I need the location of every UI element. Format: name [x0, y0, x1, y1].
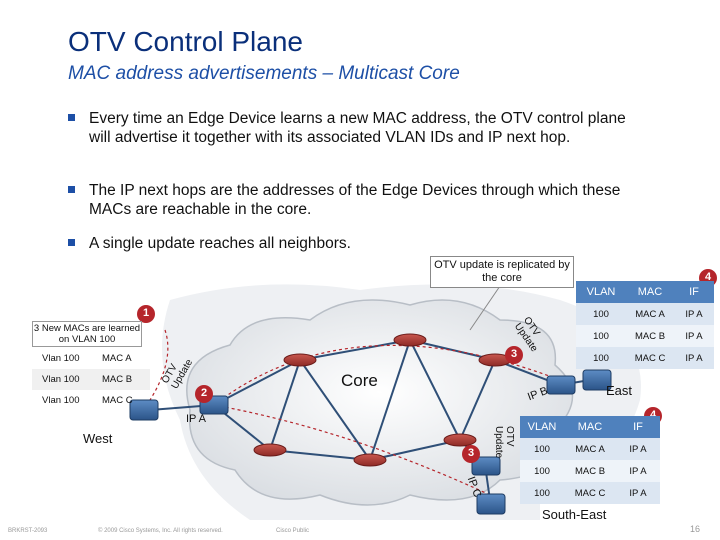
east-if-cell: IP A	[685, 352, 703, 364]
east-label: East	[606, 383, 633, 398]
southeast-mac-cell: MAC B	[574, 465, 606, 477]
southeast-table-row: 100 MAC A IP A	[520, 438, 660, 460]
slide-title: OTV Control Plane	[68, 26, 303, 57]
southeast-header-if: IF	[633, 421, 643, 433]
east-mac-table: VLAN MAC IF 100 MAC A IP A 100 MAC B IP …	[576, 281, 714, 369]
slide-subtitle: MAC address advertisements – Multicast C…	[68, 63, 460, 84]
east-table-row: 100 MAC C IP A	[576, 347, 714, 369]
east-table-row: 100 MAC B IP A	[576, 325, 714, 347]
site-switch-west	[129, 399, 159, 421]
west-label: West	[83, 431, 113, 446]
west-table-row: Vlan 100 MAC A	[32, 348, 150, 369]
west-mac-table: Vlan 100 MAC A Vlan 100 MAC B Vlan 100 M…	[32, 348, 150, 411]
edge-device-southeast	[471, 456, 501, 476]
bullet-3: A single update reaches all neighbors.	[68, 234, 628, 253]
west-mac-cell: MAC B	[102, 374, 133, 385]
replication-callout: OTV update is replicated by the core	[430, 256, 574, 288]
east-if-cell: IP A	[685, 308, 703, 320]
footer-copyright: © 2009 Cisco Systems, Inc. All rights re…	[98, 528, 223, 534]
west-table-row: Vlan 100 MAC C	[32, 390, 150, 411]
west-mac-cell: MAC C	[102, 395, 133, 406]
east-vlan-cell: 100	[593, 308, 609, 320]
step-2-label: 2	[200, 387, 208, 399]
southeast-table-row: 100 MAC C IP A	[520, 482, 660, 504]
southeast-mac-cell: MAC A	[575, 443, 605, 455]
site-switch-southeast	[476, 493, 506, 515]
bullet-2: The IP next hops are the addresses of th…	[68, 181, 628, 219]
edge-device-east	[546, 375, 576, 395]
east-vlan-cell: 100	[593, 330, 609, 342]
step-3-east-label: 3	[510, 348, 518, 360]
core-label: Core	[341, 371, 378, 390]
core-links	[149, 339, 591, 501]
step-4-southeast-label: 4	[649, 409, 657, 421]
east-if-cell: IP A	[685, 330, 703, 342]
southeast-vlan-cell: 100	[534, 487, 550, 499]
footer-classification: Cisco Public	[276, 528, 310, 534]
otv-update-southeast-label: OTV Update	[493, 426, 515, 459]
callout-leaders	[469, 285, 501, 331]
west-mac-cell: MAC A	[102, 353, 132, 364]
east-header-if: IF	[689, 286, 699, 298]
bullet-1: Every time an Edge Device learns a new M…	[68, 109, 628, 147]
southeast-vlan-cell: 100	[534, 443, 550, 455]
bullet-marker	[68, 239, 75, 246]
west-ip-label: IP A	[186, 413, 206, 425]
southeast-label: South-East	[542, 507, 607, 522]
east-vlan-cell: 100	[593, 352, 609, 364]
southeast-table-row: 100 MAC B IP A	[520, 460, 660, 482]
west-mac-note: 3 New MACs are learned on VLAN 100	[32, 321, 142, 347]
east-mac-cell: MAC C	[634, 352, 666, 364]
west-vlan-cell: Vlan 100	[42, 395, 80, 406]
southeast-table-header: VLAN MAC IF	[520, 416, 660, 438]
step-3-east-badge	[505, 346, 523, 364]
southeast-vlan-cell: 100	[534, 465, 550, 477]
step-3-southeast-label: 3	[467, 447, 475, 459]
east-header-mac: MAC	[637, 286, 663, 298]
southeast-if-cell: IP A	[629, 487, 647, 499]
core-routers	[253, 333, 512, 467]
west-vlan-cell: Vlan 100	[42, 374, 80, 385]
step-4-east-label: 4	[704, 271, 712, 283]
east-table-row: 100 MAC A IP A	[576, 303, 714, 325]
step-3-southeast-badge	[462, 445, 480, 463]
southeast-mac-cell: MAC C	[574, 487, 606, 499]
bullet-text: Every time an Edge Device learns a new M…	[89, 110, 626, 146]
site-switch-east	[582, 369, 612, 391]
east-mac-cell: MAC A	[635, 308, 665, 320]
east-header-vlan: VLAN	[586, 286, 616, 298]
southeast-header-mac: MAC	[577, 421, 603, 433]
southeast-header-vlan: VLAN	[527, 421, 557, 433]
southeast-if-cell: IP A	[629, 465, 647, 477]
southeast-if-cell: IP A	[629, 443, 647, 455]
west-table-row: Vlan 100 MAC B	[32, 369, 150, 390]
west-vlan-cell: Vlan 100	[42, 353, 80, 364]
step-1-badge	[137, 305, 155, 323]
bullet-marker	[68, 114, 75, 121]
east-mac-cell: MAC B	[634, 330, 666, 342]
bullet-text: A single update reaches all neighbors.	[89, 235, 351, 252]
southeast-mac-table: VLAN MAC IF 100 MAC A IP A 100 MAC B IP …	[520, 416, 660, 504]
step-2-badge	[195, 385, 213, 403]
step-1-label: 1	[142, 307, 150, 319]
page-number: 16	[690, 524, 701, 534]
bullet-marker	[68, 186, 75, 193]
bullet-text: The IP next hops are the addresses of th…	[89, 182, 621, 218]
footer-session-id: BRKRST-2093	[8, 528, 48, 534]
east-table-header: VLAN MAC IF	[576, 281, 714, 303]
